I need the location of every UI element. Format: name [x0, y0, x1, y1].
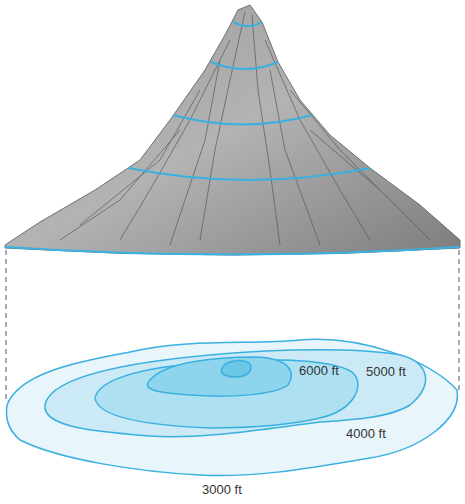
elevation-label: 5000 ft — [366, 364, 406, 380]
elevation-label: 6000 ft — [299, 363, 339, 379]
elevation-label: 3000 ft — [202, 482, 242, 498]
mountain — [5, 5, 460, 255]
elevation-label: 4000 ft — [346, 426, 386, 442]
contour-map — [6, 339, 457, 475]
